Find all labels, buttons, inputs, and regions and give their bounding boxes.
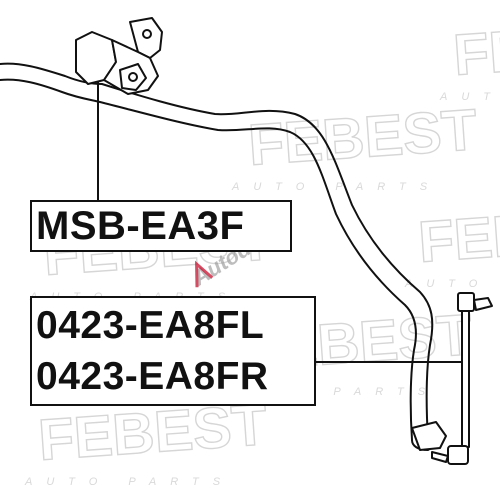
watermark-sub-1: AUTO PARTS xyxy=(439,91,500,103)
part-number-0423-ea8fl: 0423-EA8FL xyxy=(36,304,265,347)
part-number-msb-ea3f: MSB-EA3F xyxy=(36,204,245,248)
leader-lines xyxy=(97,82,463,363)
watermark-sub-4: AUTO PARTS xyxy=(404,278,500,290)
watermark-brand-1: FEBEST xyxy=(451,7,500,88)
part-number-0423-ea8fr: 0423-EA8FR xyxy=(36,355,269,398)
part-label-0423: 0423-EA8FL 0423-EA8FR xyxy=(30,296,316,406)
overlay-logo-mark xyxy=(195,260,214,288)
watermark-brand-2: FEBEST xyxy=(246,97,479,178)
watermark-sub-2: AUTO PARTS xyxy=(231,181,441,193)
bushing-bracket xyxy=(75,17,163,95)
stabilizer-link xyxy=(411,292,493,465)
watermark-brand-4: FEBEST xyxy=(416,194,500,275)
watermark-sub-6: AUTO PARTS xyxy=(24,476,234,488)
part-label-msb: MSB-EA3F xyxy=(30,200,292,252)
